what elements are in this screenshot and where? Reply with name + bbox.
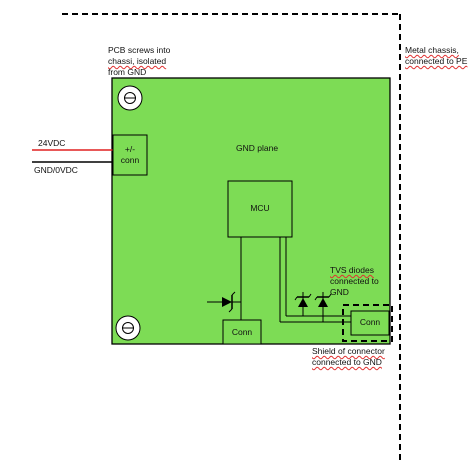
pcb-board — [111, 77, 391, 345]
metal-chassis-note: Metal chassis, connected to PE — [405, 45, 468, 66]
shield-outline — [342, 304, 393, 342]
bottom-conn-label: Conn — [231, 327, 253, 337]
tvs-note: TVS diodes connected to GND — [330, 265, 379, 297]
power-conn-label: +/- conn — [120, 144, 140, 165]
tvs-diode-2-icon — [314, 292, 332, 322]
diode-bottom-icon — [207, 291, 241, 313]
screw-bottom-icon — [115, 315, 141, 341]
tvs-diode-1-icon — [294, 292, 312, 316]
power-connector — [112, 134, 148, 176]
supply-gnd-label: GND/0VDC — [34, 165, 78, 175]
gnd-plane-label: GND plane — [236, 143, 279, 153]
mcu-block — [227, 180, 293, 238]
bottom-connector — [222, 319, 262, 345]
supply-24v-label: 24VDC — [38, 138, 66, 148]
pcb-screws-note: PCB screws into chassi, isolated from GN… — [108, 45, 171, 77]
right-connector — [350, 310, 390, 336]
shield-note: Shield of connector connected to GND — [312, 346, 385, 367]
mcu-label: MCU — [250, 203, 270, 213]
screw-top-icon — [117, 85, 143, 111]
right-conn-label: Conn — [359, 317, 381, 327]
